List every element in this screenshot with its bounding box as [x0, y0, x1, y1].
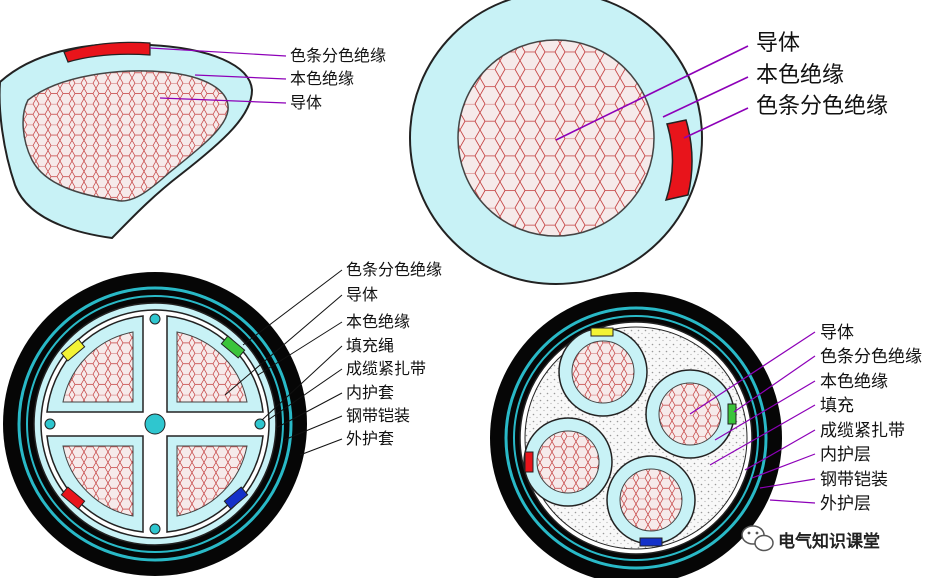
leader-line: [149, 47, 287, 57]
leader-line: [283, 415, 343, 441]
label-natural-insulation: 本色绝缘: [756, 63, 844, 88]
leader-line: [242, 269, 343, 346]
color-stripe-yellow: [60, 338, 86, 362]
leader-line: [683, 107, 749, 139]
label-filler: 填充: [820, 396, 854, 416]
label-conductor: 导体: [820, 323, 854, 343]
sector-core: [166, 435, 264, 533]
leader-line: [224, 294, 343, 396]
round-core-diagram: 导体 本色绝缘 色条分色绝缘: [409, 0, 888, 285]
leader-line: [159, 97, 287, 104]
leader-line: [257, 321, 343, 376]
round-color-stripe: [664, 119, 693, 202]
sector-core-diagram: 色条分色绝缘 本色绝缘 导体: [0, 41, 386, 240]
label-conductor: 导体: [346, 285, 378, 304]
round-conductor: [457, 39, 655, 237]
leader-line: [267, 368, 343, 421]
sector-core: [46, 315, 144, 413]
leader-line: [194, 74, 287, 80]
label-color-stripe-insulation: 色条分色绝缘: [820, 347, 922, 367]
leader-line: [744, 429, 816, 471]
label-natural-insulation: 本色绝缘: [820, 372, 888, 392]
label-outer-sheath: 外护套: [346, 429, 394, 448]
filler-rope: [149, 313, 161, 325]
watermark-text: 电气知识课堂: [778, 531, 880, 552]
four-sector-cable-diagram: 色条分色绝缘 导体 本色绝缘 填充绳 成缆紧扎带 内护套 钢带铠装 外护套: [3, 260, 442, 576]
label-natural-insulation: 本色绝缘: [290, 69, 354, 88]
leader-line: [261, 345, 343, 421]
filler-rope: [144, 413, 166, 435]
round-core: [606, 455, 696, 545]
leader-line: [689, 331, 816, 415]
color-stripe-yellow: [590, 327, 614, 337]
leader-line: [299, 438, 343, 456]
label-inner-sheath: 内护套: [346, 383, 394, 402]
filler-rope: [149, 523, 161, 535]
label-binding-tape: 成缆紧扎带: [820, 421, 905, 441]
label-binding-tape: 成缆紧扎带: [346, 359, 426, 378]
label-color-stripe-insulation: 色条分色绝缘: [756, 94, 888, 119]
filler-rope: [44, 418, 56, 430]
color-stripe-green: [220, 335, 246, 359]
leader-line: [751, 453, 816, 479]
label-outer-sheath: 外护层: [820, 494, 871, 514]
label-conductor: 导体: [756, 31, 800, 56]
filler-rope: [254, 418, 266, 430]
color-stripe-blue: [223, 486, 249, 510]
leader-line: [714, 380, 816, 441]
leader-line: [759, 478, 816, 489]
leader-line: [275, 392, 343, 429]
watermark: 电气知识课堂: [741, 525, 880, 552]
round-core: [523, 417, 613, 507]
sector-core: [166, 315, 264, 413]
label-inner-sheath: 内护层: [820, 445, 871, 465]
sector-color-stripe: [63, 41, 151, 63]
label-steel-tape-armor: 钢带铠装: [346, 406, 410, 425]
wechat-icon: [741, 525, 774, 552]
sector-core: [46, 435, 144, 533]
label-conductor: 导体: [290, 93, 322, 112]
color-stripe-red: [60, 486, 86, 510]
sector-conductor: [22, 70, 229, 202]
label-color-stripe-insulation: 色条分色绝缘: [290, 46, 386, 65]
armor-ring: [17, 286, 293, 562]
label-steel-tape-armor: 钢带铠装: [820, 470, 888, 490]
leader-line: [662, 76, 749, 118]
leader-line: [733, 355, 816, 413]
label-filler-rope: 填充绳: [346, 336, 394, 355]
color-stripe-blue: [639, 537, 663, 547]
label-natural-insulation: 本色绝缘: [346, 312, 410, 331]
four-round-cable-diagram: 导体 色条分色绝缘 本色绝缘 填充 成缆紧扎带 内护层 钢带铠装 外护层: [490, 292, 922, 578]
round-core: [558, 327, 648, 417]
leader-line: [709, 404, 816, 466]
leader-line: [769, 499, 816, 504]
leader-line: [555, 45, 749, 141]
color-stripe-green: [727, 403, 737, 425]
label-color-stripe-insulation: 色条分色绝缘: [346, 260, 442, 279]
color-stripe-red: [524, 451, 534, 473]
armor-ring: [504, 306, 768, 570]
